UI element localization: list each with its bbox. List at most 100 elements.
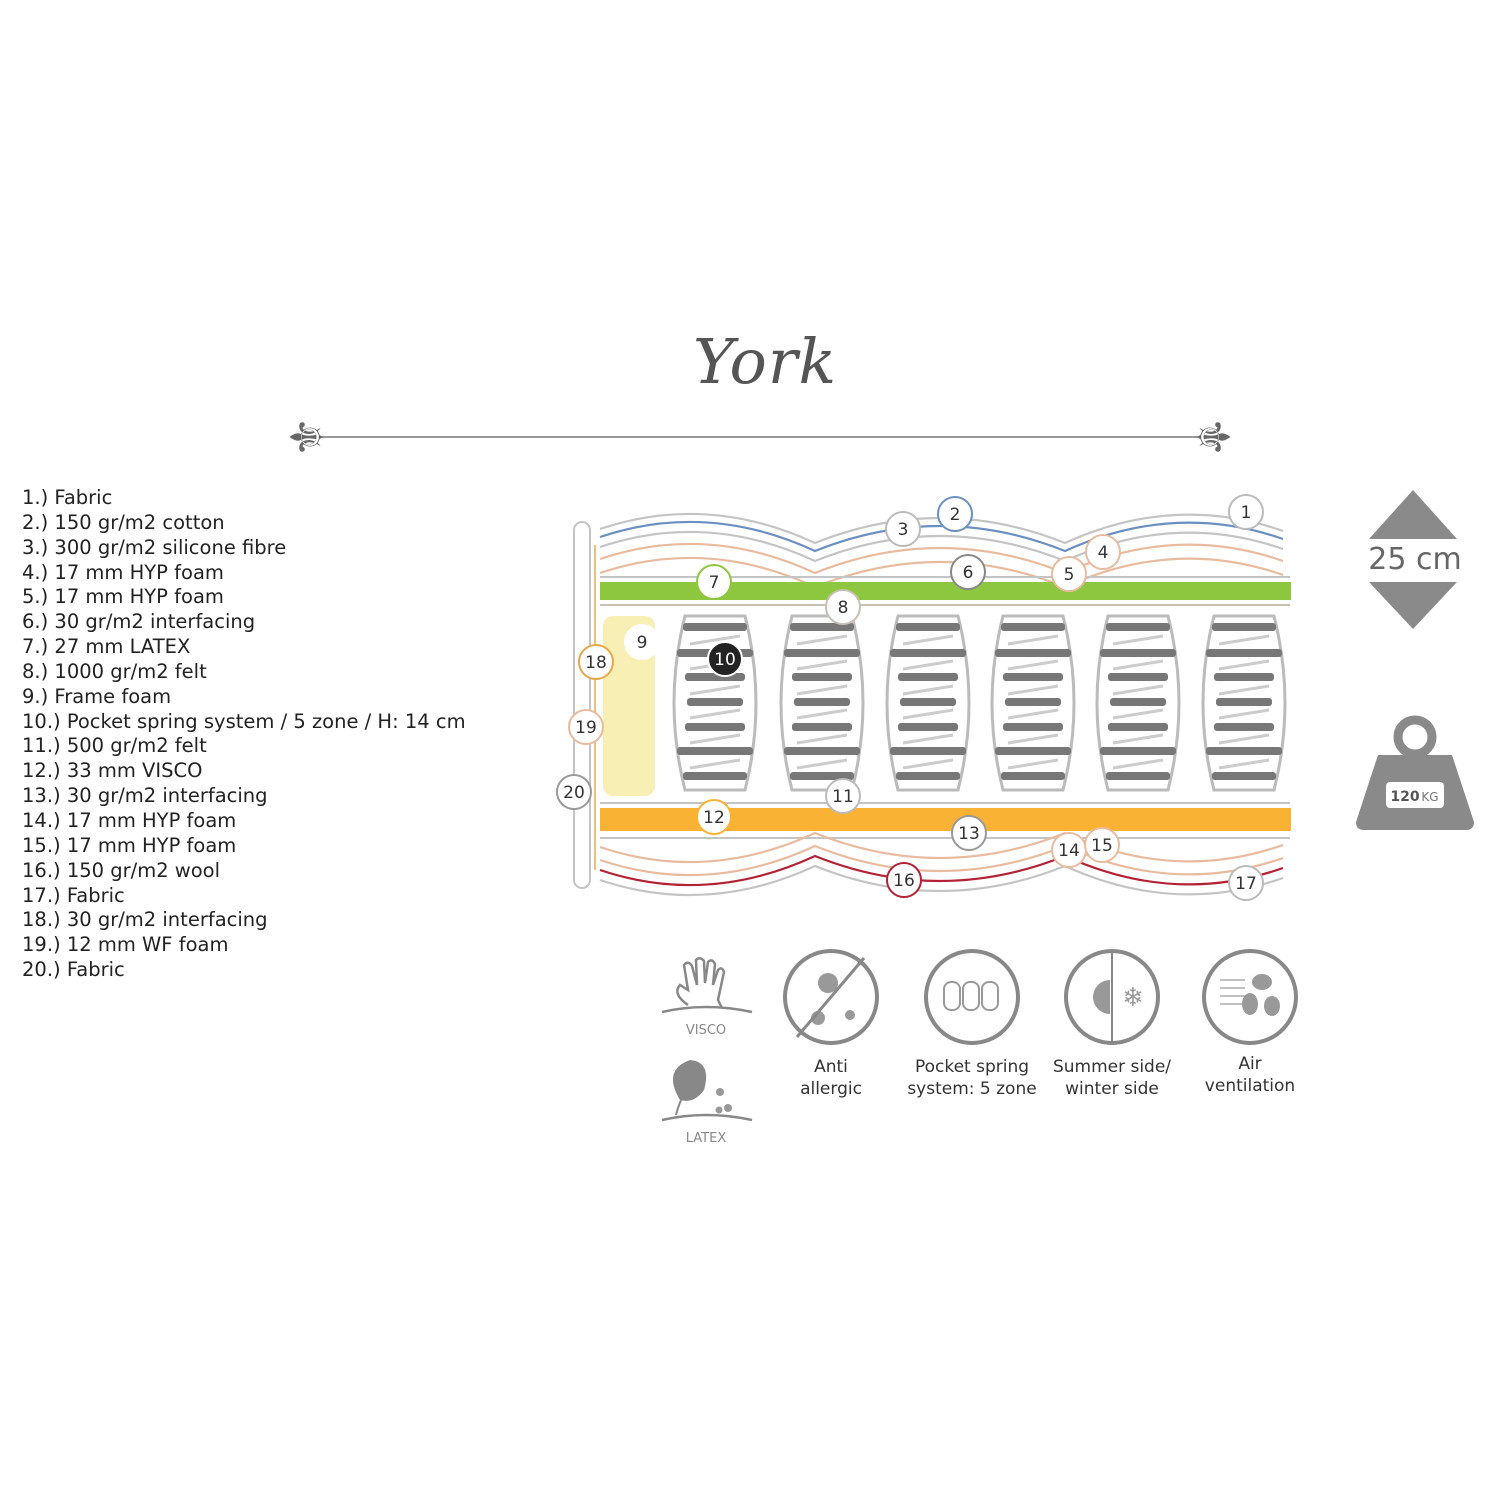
visco-layer — [600, 808, 1291, 831]
anti-allergic-icon — [783, 949, 879, 1045]
layer-marker: 4 — [1085, 534, 1121, 570]
layer-marker: 13 — [951, 815, 987, 851]
pocket-spring — [779, 614, 865, 792]
layer-marker: 12 — [696, 799, 732, 835]
marker-number: 20 — [563, 783, 585, 803]
layer-marker: 18 — [578, 644, 614, 680]
feature-label: Summer side/ — [1052, 1057, 1172, 1077]
legend-item: 17.) Fabric — [22, 883, 125, 907]
latex-layer — [600, 582, 1291, 600]
layer-marker: 15 — [1084, 827, 1120, 863]
marker-number: 14 — [1058, 841, 1080, 861]
marker-number: 7 — [709, 573, 720, 593]
wool-layer — [599, 854, 1284, 887]
marker-number: 12 — [703, 808, 725, 828]
legend-item: 1.) Fabric — [22, 486, 113, 509]
legend-item: 18.) 30 gr/m2 interfacing — [22, 908, 268, 932]
pocket-spring — [885, 614, 971, 792]
legend-item: 13.) 30 gr/m2 interfacing — [22, 784, 268, 808]
weight-unit: KG — [1421, 790, 1438, 804]
feature-label: system: 5 zone — [907, 1079, 1037, 1099]
hyp-foam-layer-15 — [599, 844, 1284, 877]
legend-item: 16.) 150 gr/m2 wool — [22, 858, 221, 882]
svg-text:❄: ❄ — [1122, 983, 1144, 1013]
layer-marker: 9 — [624, 624, 660, 660]
pocket-spring-icon — [924, 949, 1020, 1045]
frame-foam — [603, 616, 655, 796]
legend-item: 10.) Pocket spring system / 5 zone / H: … — [22, 709, 466, 733]
layer-marker: 10 — [707, 641, 743, 677]
feature-label: Air — [1238, 1054, 1262, 1074]
marker-number: 16 — [893, 871, 915, 891]
layer-marker: 17 — [1228, 865, 1264, 901]
hyp-foam-layer-14 — [599, 831, 1284, 864]
silicone-fibre-layer — [599, 530, 1284, 563]
ornament-divider: ⚜ ⚜ — [280, 416, 1240, 457]
legend-item: 12.) 33 mm VISCO — [22, 759, 203, 783]
layer-marker: 20 — [556, 774, 592, 810]
marker-number: 2 — [950, 505, 961, 525]
marker-number: 4 — [1098, 543, 1109, 563]
fleur-right-icon: ⚜ — [1186, 416, 1240, 457]
legend-item: 4.) 17 mm HYP foam — [22, 560, 224, 584]
marker-number: 11 — [832, 787, 854, 807]
weight-icon: 120 KG — [1356, 715, 1474, 830]
pocket-spring — [1201, 614, 1287, 792]
legend-item: 11.) 500 gr/m2 felt — [22, 734, 207, 758]
visco-icon — [661, 957, 753, 1014]
layer-marker: 2 — [937, 496, 973, 532]
arrow-down-icon — [1369, 582, 1457, 629]
feature-label: Anti — [814, 1057, 848, 1077]
hyp-foam-layer-4 — [599, 542, 1284, 575]
feature-label: Pocket spring — [914, 1057, 1030, 1077]
weight-value: 120 — [1390, 789, 1419, 805]
marker-number: 1 — [1241, 503, 1252, 523]
layer-marker: 3 — [885, 511, 921, 547]
pocket-spring — [1095, 614, 1181, 792]
legend-item: 15.) 17 mm HYP foam — [22, 833, 237, 857]
layer-marker: 11 — [825, 778, 861, 814]
legend-item: 14.) 17 mm HYP foam — [22, 808, 237, 832]
product-title: York — [692, 325, 838, 398]
layer-marker: 8 — [825, 589, 861, 625]
marker-number: 9 — [637, 633, 648, 653]
height-label: 25 cm — [1368, 542, 1462, 577]
hyp-foam-layer-5 — [599, 556, 1284, 589]
feature-label: winter side — [1065, 1079, 1159, 1099]
feature-label: allergic — [800, 1079, 862, 1099]
marker-number: 19 — [575, 718, 597, 738]
layer-marker: 16 — [886, 862, 922, 898]
fabric-bottom-layer — [599, 864, 1284, 897]
layer-marker: 14 — [1051, 832, 1087, 868]
legend-item: 5.) 17 mm HYP foam — [22, 585, 224, 609]
marker-number: 10 — [714, 650, 736, 670]
latex-label: LATEX — [685, 1131, 727, 1146]
cotton-layer — [599, 520, 1284, 553]
fleur-left-icon: ⚜ — [280, 416, 334, 457]
legend-item: 3.) 300 gr/m2 silicone fibre — [22, 535, 287, 559]
legend-item: 20.) Fabric — [22, 958, 125, 982]
marker-number: 18 — [585, 653, 607, 673]
arrow-up-icon — [1369, 490, 1457, 539]
air-ventilation-icon — [1202, 949, 1298, 1045]
side-fabric — [573, 521, 591, 889]
marker-number: 15 — [1091, 836, 1113, 856]
pocket-spring — [990, 614, 1076, 792]
marker-number: 5 — [1064, 565, 1075, 585]
marker-number: 6 — [963, 563, 974, 583]
marker-number: 8 — [838, 598, 849, 618]
latex-icon — [661, 1060, 753, 1122]
layer-marker: 1 — [1228, 494, 1264, 530]
legend-item: 9.) Frame foam — [22, 684, 172, 708]
layer-marker: 6 — [950, 554, 986, 590]
legend-item: 7.) 27 mm LATEX — [22, 635, 191, 659]
feature-summer-winter: Summer side/winter side — [1037, 1056, 1187, 1100]
legend-item: 2.) 150 gr/m2 cotton — [22, 510, 225, 534]
legend-item: 19.) 12 mm WF foam — [22, 933, 229, 957]
summer-winter-icon: ❄ — [1064, 949, 1160, 1045]
